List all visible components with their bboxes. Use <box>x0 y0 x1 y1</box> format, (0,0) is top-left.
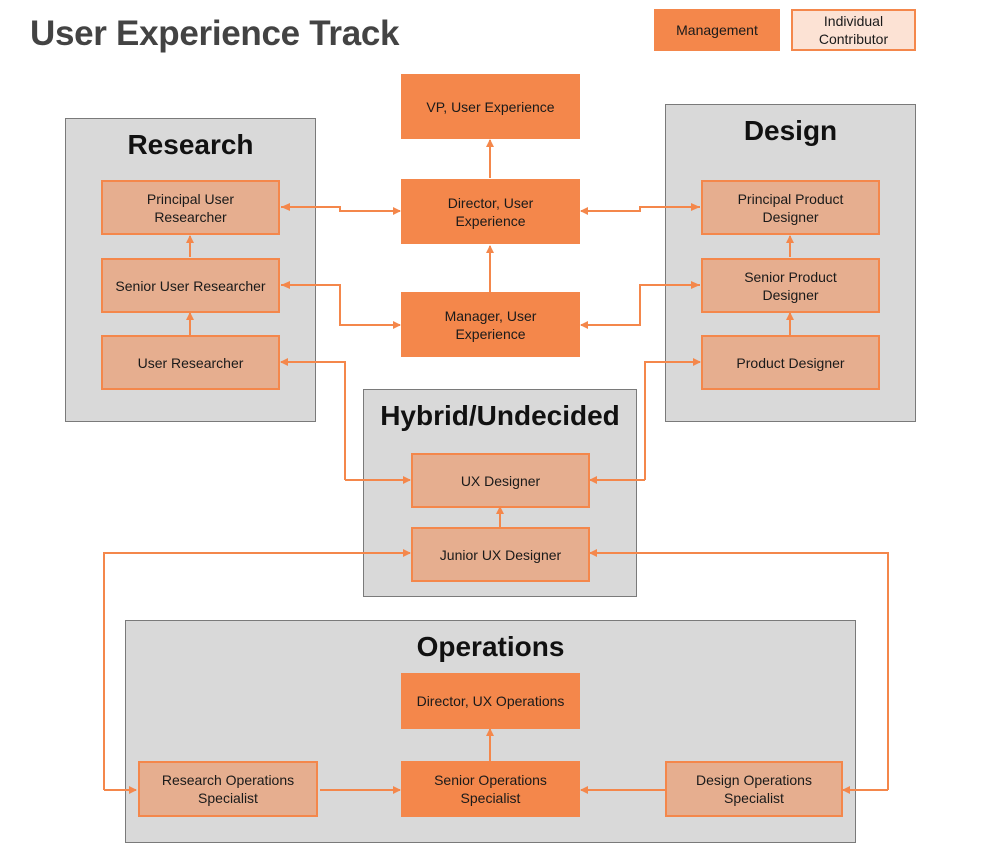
group-design-title: Design <box>743 115 838 146</box>
node-senior-operations-specialist[interactable]: Senior Operations Specialist <box>401 761 580 817</box>
node-principal-product-designer-label: Principal Product Designer <box>737 190 844 225</box>
node-senior-product-designer-label: Senior Product Designer <box>744 268 837 303</box>
node-junior-ux-designer[interactable]: Junior UX Designer <box>411 527 590 582</box>
node-vp-user-experience[interactable]: VP, User Experience <box>401 74 580 139</box>
page-title: User Experience Track <box>30 14 400 53</box>
node-design-operations-specialist-label: Design Operations Specialist <box>696 772 812 806</box>
node-senior-user-researcher-label: Senior User Researcher <box>115 277 266 294</box>
node-director-user-experience-label: Director, User Experience <box>447 194 534 229</box>
node-product-designer-label: Product Designer <box>736 354 845 371</box>
node-research-operations-specialist[interactable]: Research Operations Specialist <box>138 761 318 817</box>
node-design-operations-specialist[interactable]: Design Operations Specialist <box>665 761 843 817</box>
node-ux-designer[interactable]: UX Designer <box>411 453 590 508</box>
node-research-operations-specialist-label: Research Operations Specialist <box>161 772 295 806</box>
node-director-ux-operations[interactable]: Director, UX Operations <box>401 673 580 729</box>
node-senior-operations-specialist-label: Senior Operations Specialist <box>434 772 547 806</box>
group-hybrid-title: Hybrid/Undecided <box>380 400 620 431</box>
node-manager-user-experience-label: Manager, User Experience <box>444 307 537 342</box>
legend-individual-contributor: Individual Contributor <box>791 9 916 51</box>
node-principal-product-designer[interactable]: Principal Product Designer <box>701 180 880 235</box>
node-product-designer[interactable]: Product Designer <box>701 335 880 390</box>
group-operations-title: Operations <box>416 631 565 662</box>
legend-management: Management <box>654 9 780 51</box>
node-user-researcher[interactable]: User Researcher <box>101 335 280 390</box>
group-research-title: Research <box>127 129 254 160</box>
node-director-user-experience[interactable]: Director, User Experience <box>401 179 580 244</box>
node-user-researcher-label: User Researcher <box>137 354 244 371</box>
node-director-ux-operations-label: Director, UX Operations <box>416 693 565 709</box>
legend-ic-label: Individual Contributor <box>818 13 889 47</box>
node-senior-user-researcher[interactable]: Senior User Researcher <box>101 258 280 313</box>
node-junior-ux-designer-label: Junior UX Designer <box>439 546 562 563</box>
node-senior-product-designer[interactable]: Senior Product Designer <box>701 258 880 313</box>
legend-management-label: Management <box>676 22 758 38</box>
node-manager-user-experience[interactable]: Manager, User Experience <box>401 292 580 357</box>
node-ux-designer-label: UX Designer <box>460 472 541 489</box>
node-principal-user-researcher-label: Principal User Researcher <box>146 190 235 225</box>
node-principal-user-researcher[interactable]: Principal User Researcher <box>101 180 280 235</box>
node-vp-user-experience-label: VP, User Experience <box>426 98 555 115</box>
